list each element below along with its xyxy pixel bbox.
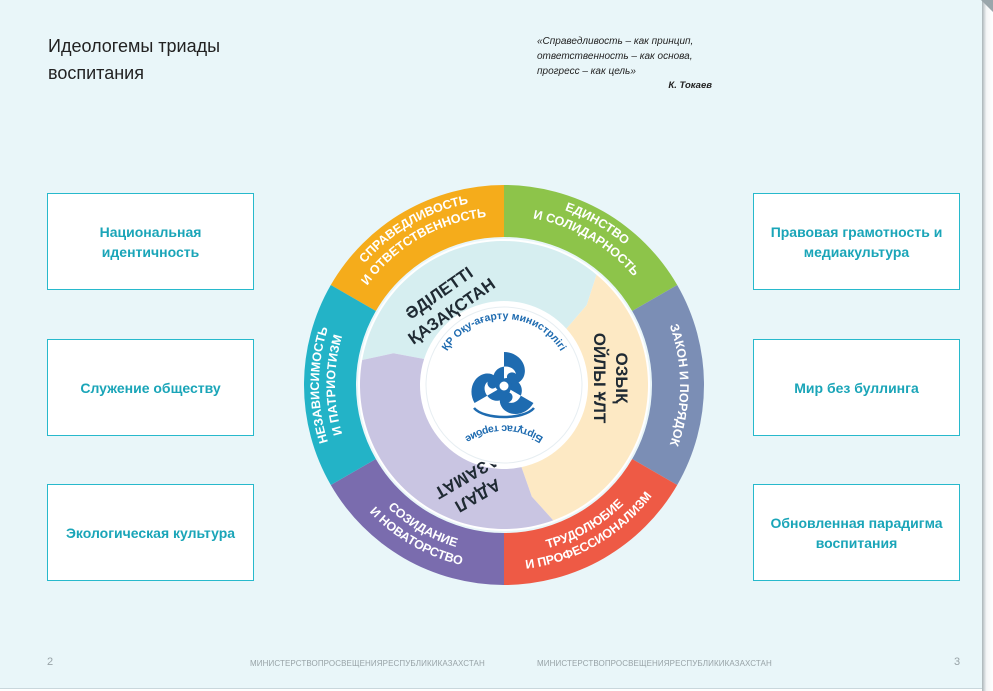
- left-box-service-to-society: Служение обществу: [47, 339, 254, 436]
- right-box-no-bullying: Мир без буллинга: [753, 339, 960, 436]
- left-box-national-identity: Национальная идентичность: [47, 193, 254, 290]
- page-title: Идеологемы триады воспитания: [48, 36, 221, 83]
- inner-label-nation-1: ОЗЫҚ: [612, 353, 631, 405]
- epigraph-quote: «Справедливость – как принцип, ответстве…: [537, 36, 694, 77]
- ring-segment-justice: [330, 185, 504, 311]
- page-number-left: 2: [47, 656, 54, 668]
- ring-segment-law-order: [632, 285, 704, 485]
- ring-segment-diligence: [504, 459, 678, 585]
- footer-ministry-left: МИНИСТЕРСТВОПРОСВЕЩЕНИЯРЕСПУБЛИКИКАЗАХСТ…: [250, 659, 485, 668]
- inner-segment-honest-citizen: [359, 353, 554, 529]
- inner-segment-just-kazakhstan: [362, 241, 597, 360]
- inner-segment-progressive-nation: [521, 274, 648, 521]
- ring-segment-unity: [504, 185, 678, 311]
- footer-ministry-right: МИНИСТЕРСТВОПРОСВЕЩЕНИЯРЕСПУБЛИКИКАЗАХСТ…: [537, 659, 772, 668]
- inner-label-nation-2: ОЙЛЫ ҰЛТ: [590, 333, 609, 424]
- ring-segment-independence: [304, 285, 376, 485]
- page-number-right: 3: [954, 656, 961, 668]
- ring-label-independence-2: И ПАТРИОТИЗМ: [324, 333, 345, 437]
- epigraph-author: К. Токаев: [668, 80, 712, 91]
- ring-segment-creation: [330, 459, 504, 585]
- page-edge: [982, 0, 993, 691]
- right-box-legal-literacy: Правовая грамотность и медиакультура: [753, 193, 960, 290]
- right-box-new-paradigm: Обновленная парадигма воспитания: [753, 484, 960, 581]
- left-box-ecological-culture: Экологическая культура: [47, 484, 254, 581]
- corner-fold: [981, 0, 993, 12]
- ornament-emblem-icon: [468, 350, 540, 422]
